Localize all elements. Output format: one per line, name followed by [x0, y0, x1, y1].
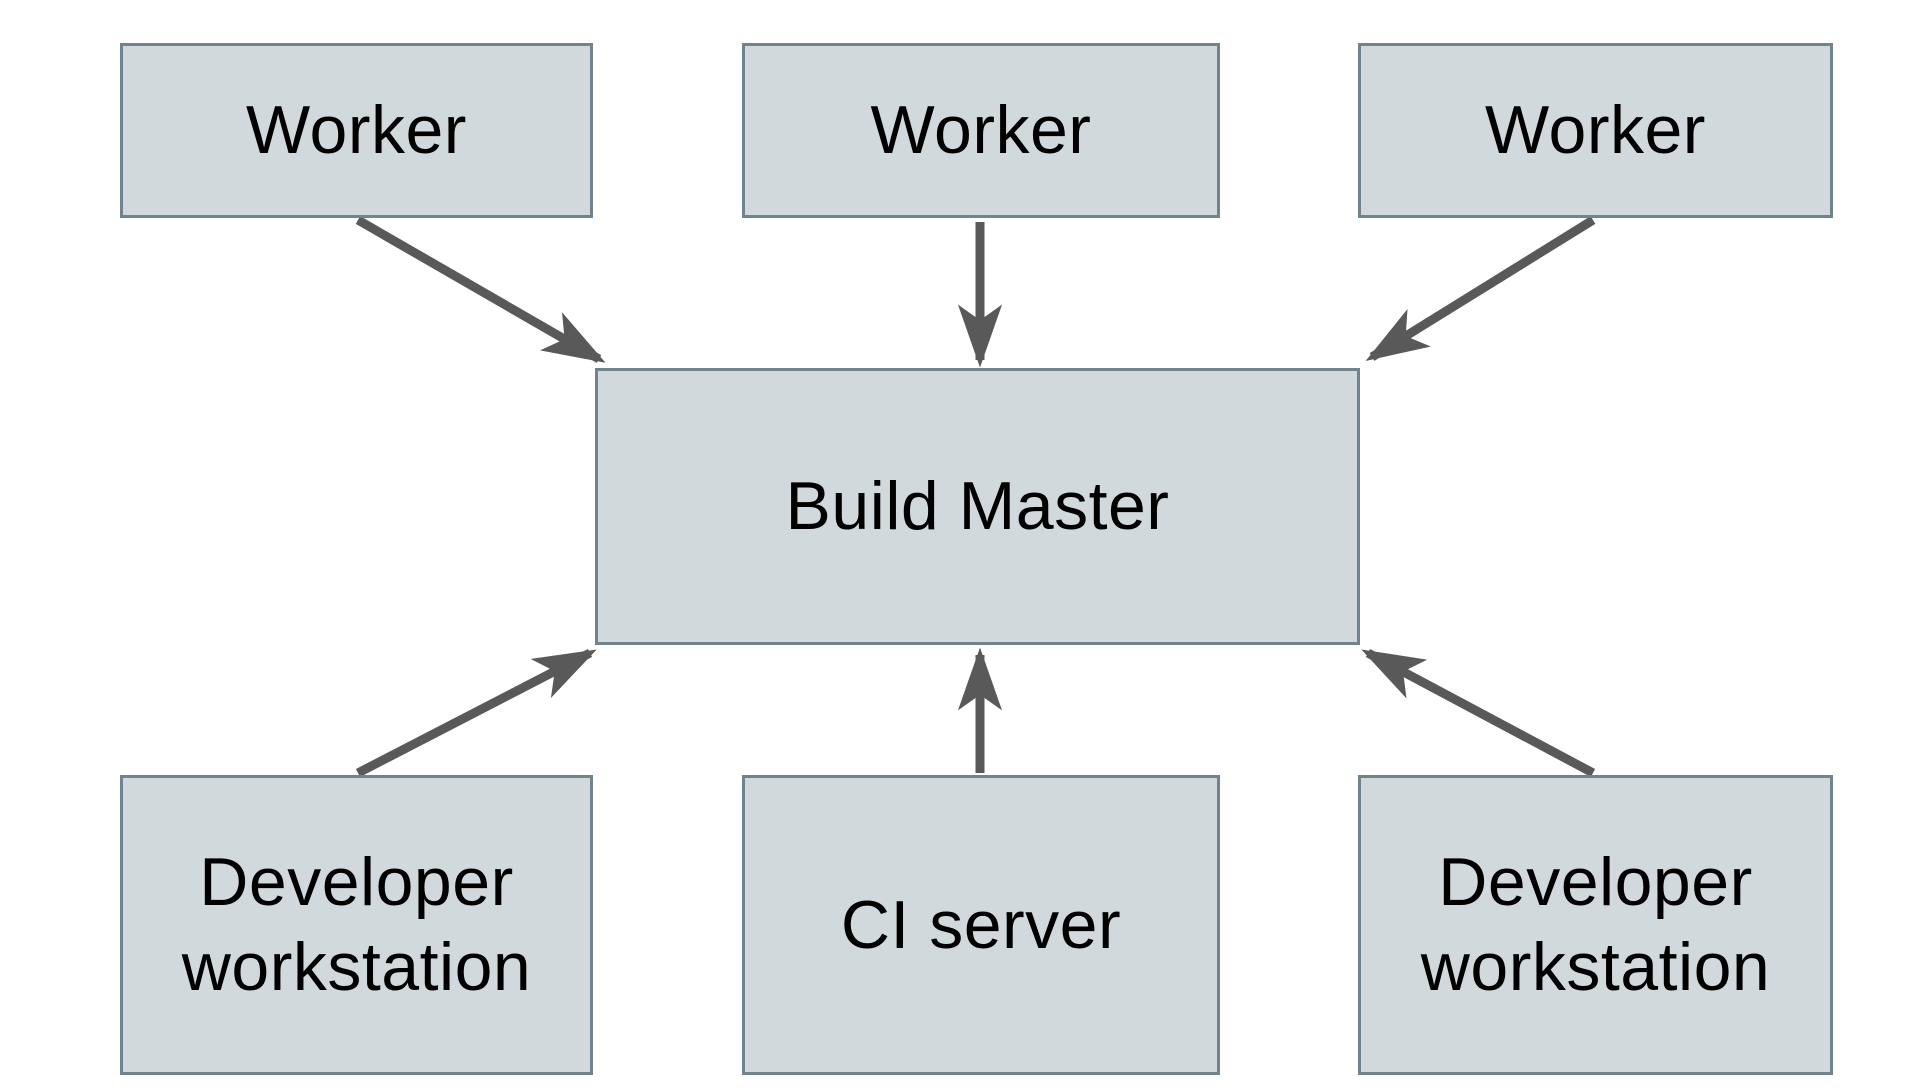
node-developer-workstation-left[interactable]: Developer workstation [120, 775, 593, 1075]
node-label: Worker [870, 92, 1092, 168]
node-label: Developer workstation [181, 844, 532, 1005]
edge-developer-workstation-right-to-build-master[interactable] [1361, 649, 1596, 777]
edge-worker-3-to-build-master[interactable] [1365, 216, 1596, 361]
node-worker-2[interactable]: Worker [742, 43, 1220, 218]
node-label: Build Master [785, 468, 1170, 544]
node-build-master[interactable]: Build Master [595, 368, 1360, 645]
node-label: Worker [246, 92, 467, 168]
node-developer-workstation-right[interactable]: Developer workstation [1358, 775, 1833, 1075]
edge-developer-workstation-left-to-build-master[interactable] [355, 649, 597, 777]
node-label: Developer workstation [1420, 844, 1771, 1005]
node-worker-3[interactable]: Worker [1358, 43, 1833, 218]
node-label: CI server [840, 886, 1122, 963]
node-worker-1[interactable]: Worker [120, 43, 593, 218]
node-ci-server[interactable]: CI server [742, 775, 1220, 1075]
node-label: Worker [1485, 92, 1706, 168]
edge-worker-1-to-build-master[interactable] [355, 216, 606, 363]
